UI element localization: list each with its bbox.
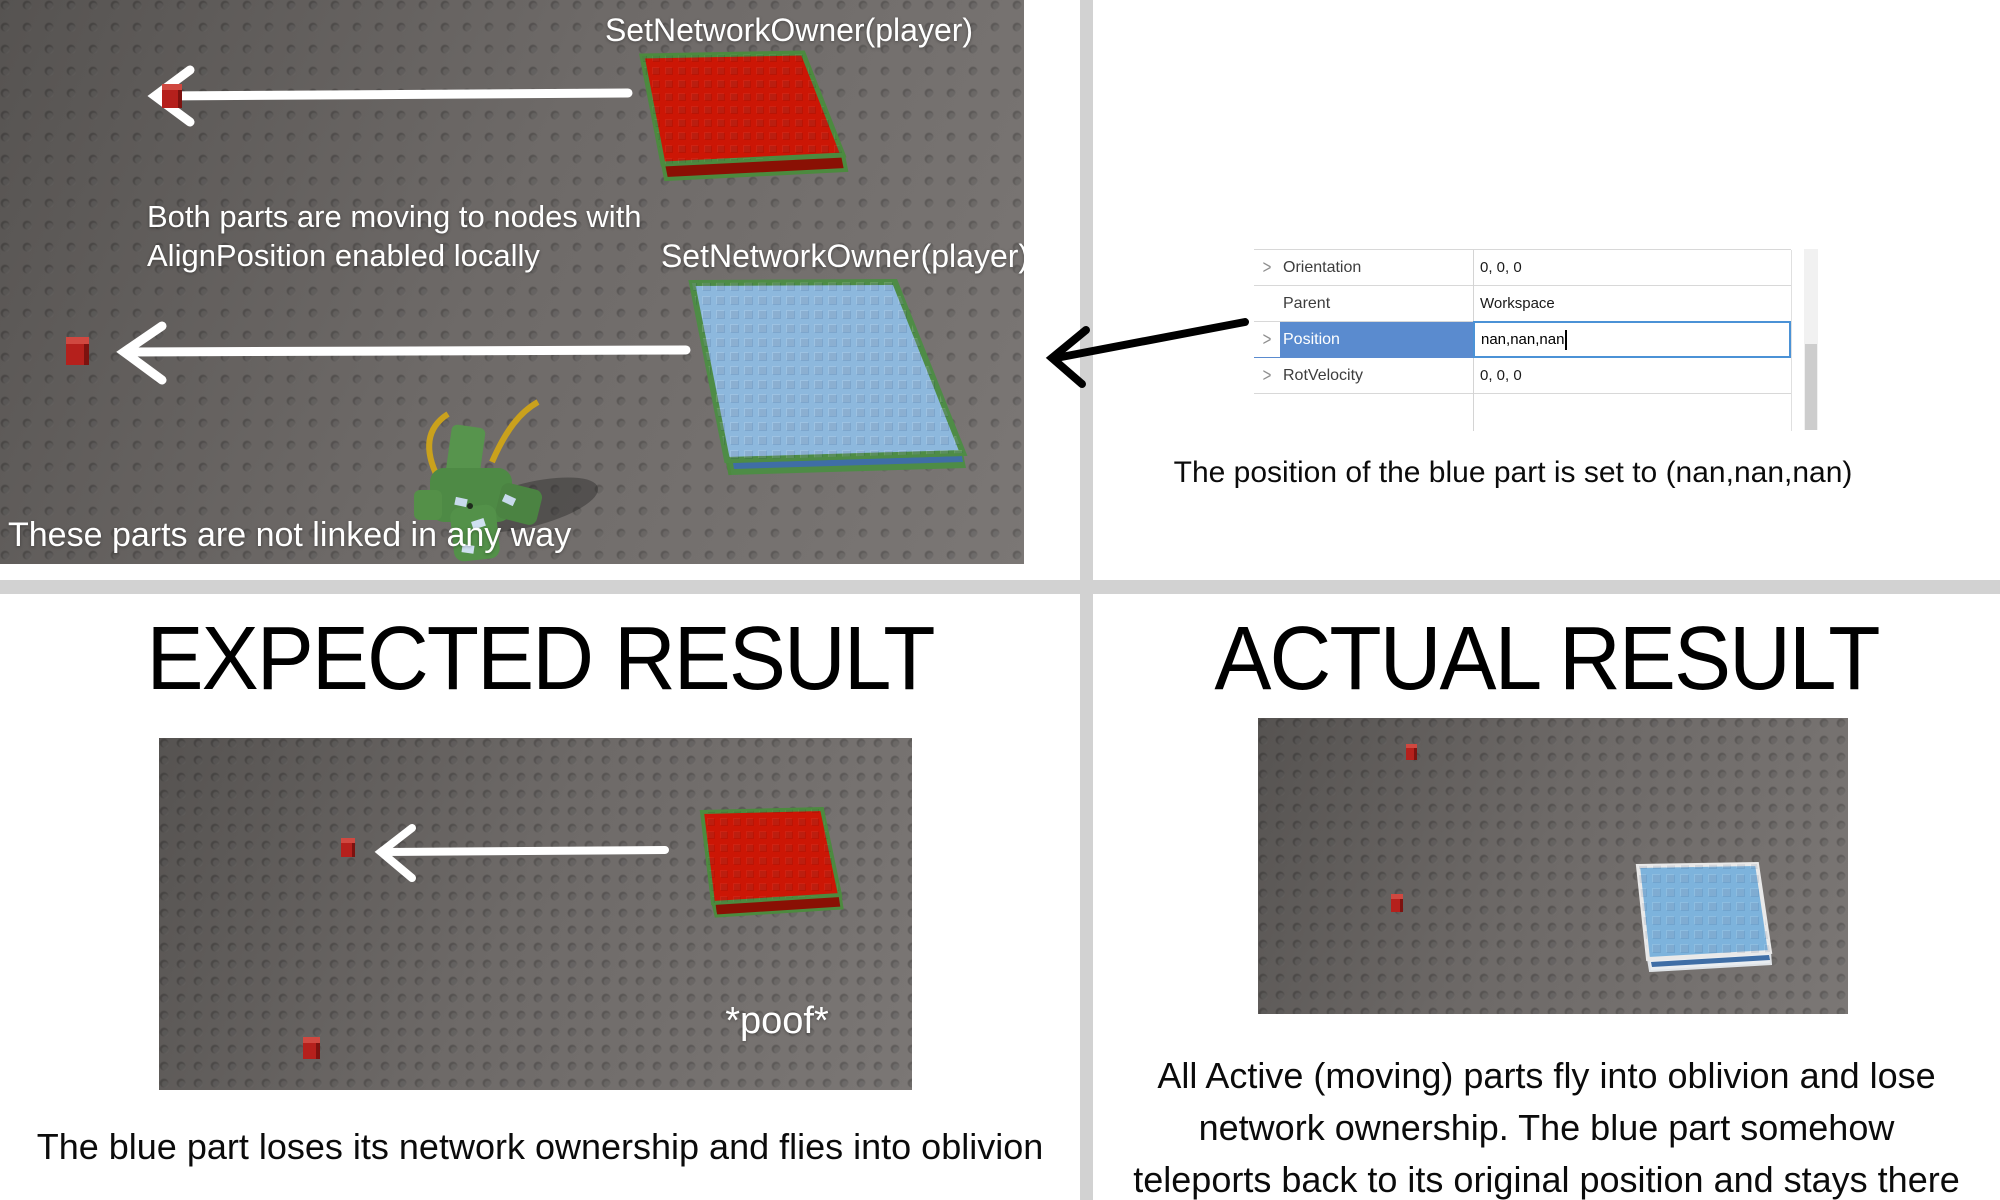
red-part-script-label: SetNetworkOwner(player) [604,12,974,48]
property-row-parent[interactable]: Parent Workspace [1254,286,1791,322]
poof-label: *poof* [725,1000,829,1042]
vertical-divider [1080,0,1093,1200]
annotation-arrow-icon [1045,318,1249,388]
note-line-2: AlignPosition enabled locally [147,238,540,273]
red-part [638,50,849,182]
expected-scene-graphics [303,806,844,1059]
expected-caption: The blue part loses its network ownershi… [36,1126,1044,1167]
motion-arrow-red [147,65,633,127]
property-name: Position [1280,322,1473,357]
not-linked-note: These parts are not linked in any way [8,516,572,554]
property-value[interactable]: Workspace [1480,295,1555,312]
position-value-text: nan,nan,nan [1481,331,1565,348]
actual-result-heading: ACTUAL RESULT [1214,609,1880,709]
expand-chevron-icon[interactable]: > [1262,328,1272,351]
note-line-1: Both parts are moving to nodes with [147,199,642,234]
properties-panel: > Orientation 0, 0, 0 Parent Workspace >… [1254,249,1820,431]
plant-model [414,399,599,562]
actual-scene-graphics [1391,744,1773,973]
panel-scrollbar[interactable] [1804,249,1818,430]
properties-grid: > Orientation 0, 0, 0 Parent Workspace >… [1254,249,1792,431]
property-value[interactable]: 0, 0, 0 [1480,367,1522,384]
property-row-rotvelocity[interactable]: > RotVelocity 0, 0, 0 [1254,358,1791,394]
red-node-cube [1406,744,1417,760]
red-node-cube [1391,894,1403,912]
nan-caption: The position of the blue part is set to … [1173,456,1853,489]
red-node-cube [66,337,89,365]
align-position-note: Both parts are moving to nodes with Alig… [147,197,642,275]
actual-caption: All Active (moving) parts fly into obliv… [1093,1050,2000,1200]
actual-caption-line-3: teleports back to its original position … [1133,1159,1960,1200]
property-name: Parent [1283,294,1331,312]
motion-arrow-blue [116,321,691,385]
panel-right-border [1791,250,1792,431]
expected-result-heading: EXPECTED RESULT [146,609,935,709]
blue-part-script-label: SetNetworkOwner(player) [660,238,1024,274]
blue-part-returned [1635,861,1773,973]
horizontal-divider [0,580,2000,594]
property-value[interactable]: 0, 0, 0 [1480,259,1522,276]
scrollbar-thumb[interactable] [1805,344,1817,430]
setup-screenshot: SetNetworkOwner(player) Both parts are m… [0,0,1024,564]
expand-chevron-icon[interactable]: > [1262,364,1272,387]
property-row-orientation[interactable]: > Orientation 0, 0, 0 [1254,250,1791,286]
property-row-empty [1254,394,1791,430]
property-name: RotVelocity [1283,366,1364,384]
setup-scene-graphics [66,50,968,562]
red-node-cube [303,1037,320,1059]
expand-chevron-icon[interactable]: > [1262,256,1272,279]
red-node-cube [341,838,355,857]
motion-arrow-red [374,824,669,882]
property-name: Orientation [1283,258,1362,276]
red-node-cube [162,84,182,108]
blue-part [688,278,968,476]
actual-caption-line-2: network ownership. The blue part somehow [1198,1107,1895,1148]
red-part [699,806,844,918]
position-value-input[interactable]: nan,nan,nan [1473,321,1791,358]
text-cursor [1565,329,1568,350]
actual-caption-line-1: All Active (moving) parts fly into obliv… [1157,1055,1936,1096]
actual-result-screenshot [1258,718,1848,1014]
property-row-position[interactable]: > Position nan,nan,nan [1254,321,1791,358]
expected-result-screenshot: *poof* [159,738,912,1090]
